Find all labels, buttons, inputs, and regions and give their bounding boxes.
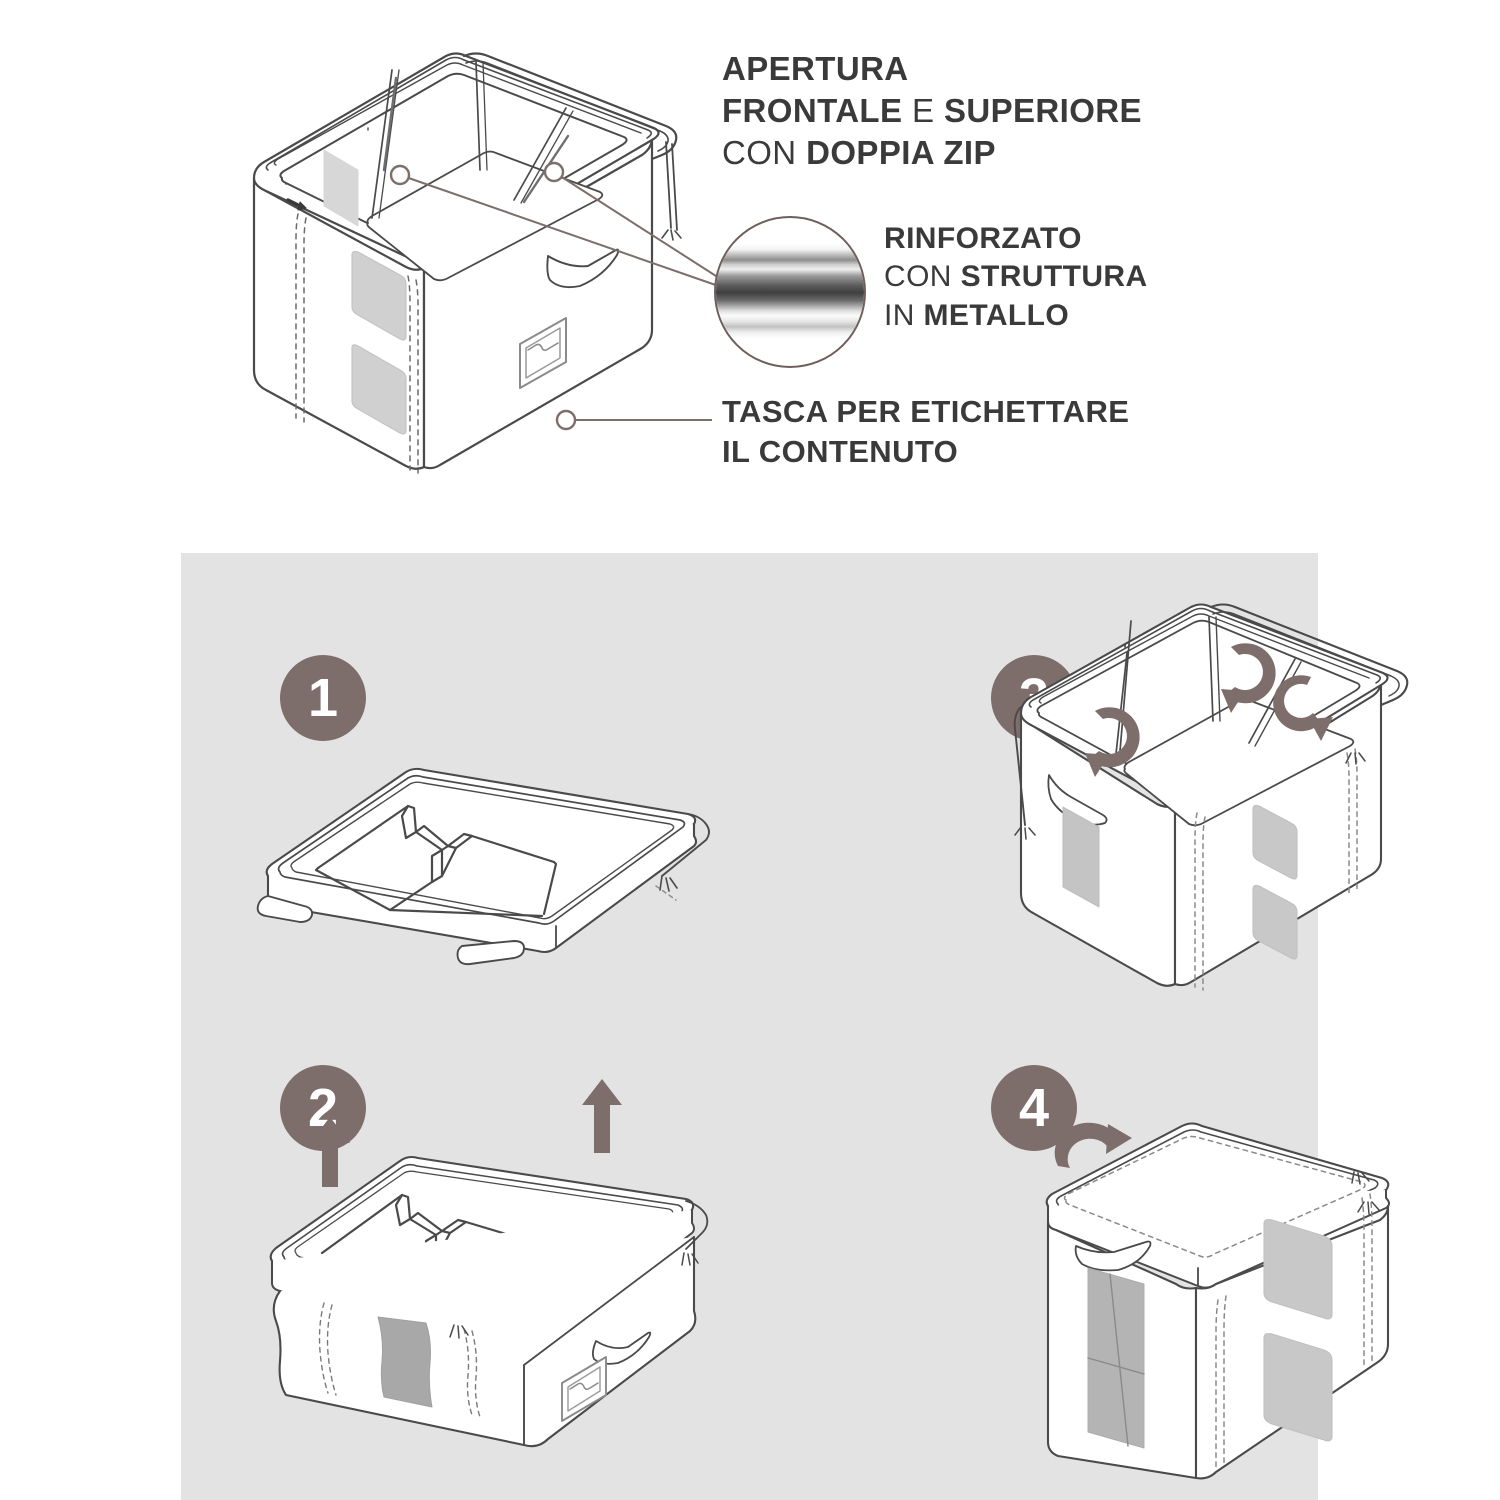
callout-zip-line-3: CON DOPPIA ZIP — [722, 134, 996, 172]
callout-metal-line-2: CON STRUTTURA — [884, 260, 1148, 294]
callout-pocket: TASCA PER ETICHETTARE IL CONTENUTO — [722, 392, 1129, 471]
callout-metal-line-1: RINFORZATO — [884, 222, 1082, 255]
step-badge-1: 1 — [280, 655, 366, 741]
box-flat-folded-svg — [256, 767, 710, 966]
hero-product-illustration — [248, 18, 682, 508]
assembly-steps-panel: 1 — [181, 553, 1409, 1500]
assembly-step-4: 4 — [741, 1023, 1390, 1500]
up-arrow-left — [310, 1117, 350, 1187]
assembly-step-2: 2 — [181, 1023, 741, 1500]
rotate-arrow-middle — [1221, 643, 1276, 713]
callout-pocket-line-1: TASCA PER ETICHETTARE — [722, 394, 1130, 429]
callout-pocket-line-2: IL CONTENUTO — [722, 433, 959, 469]
step-2-illustration — [266, 1079, 716, 1483]
metal-detail-magnifier — [714, 216, 866, 368]
callout-zip-line-2: FRONTALE E SUPERIORE — [722, 92, 1142, 130]
hero-section: APERTURA FRONTALE E SUPERIORE CON DOPPIA… — [0, 0, 1500, 553]
step-3-illustration — [999, 593, 1419, 1013]
box-open-fold-panels-svg — [1013, 603, 1409, 991]
close-lid-arrow — [1054, 1122, 1132, 1168]
box-closed-lid-svg — [1045, 1122, 1390, 1480]
rotate-arrow-left — [1085, 707, 1140, 777]
assembly-step-1: 1 — [181, 553, 741, 1023]
step-1-illustration — [256, 758, 716, 993]
callout-zip: APERTURA FRONTALE E SUPERIORE CON DOPPIA… — [722, 48, 1142, 175]
metal-rod-gradient — [716, 244, 864, 338]
step-4-illustration — [1036, 1118, 1436, 1493]
callout-zip-line-1: APERTURA — [722, 50, 909, 87]
up-arrow-right — [582, 1079, 622, 1153]
storage-box-open-isometric-svg — [252, 52, 682, 474]
callout-metal-line-3: IN METALLO — [884, 298, 1070, 332]
rotate-arrow-right — [1273, 675, 1333, 741]
box-pull-up-svg — [269, 1079, 709, 1448]
assembly-step-3: 3 — [741, 553, 1409, 1023]
callout-metal: RINFORZATO CON STRUTTURA IN METALLO — [884, 220, 1148, 335]
